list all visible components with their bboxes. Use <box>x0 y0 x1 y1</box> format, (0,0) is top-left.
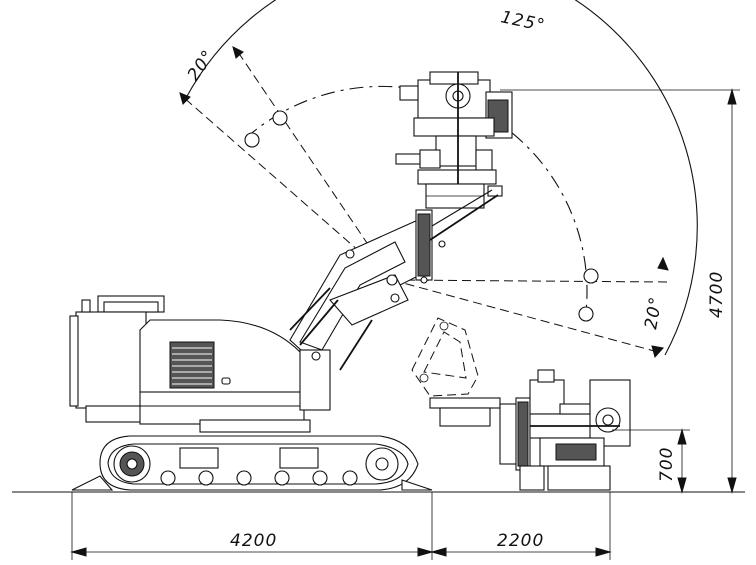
arc-pivot-marker <box>583 268 599 284</box>
dim-label-max-height: 4700 <box>707 271 727 318</box>
crawler-track <box>71 435 433 491</box>
main-boom <box>289 189 499 371</box>
arc-pivot-marker <box>578 306 594 322</box>
arc-pivot-marker <box>244 132 260 148</box>
angle-label-upper: 20° <box>184 46 219 85</box>
angle-label-lower: 20° <box>641 295 666 331</box>
swing-arc-outer <box>185 0 698 356</box>
boom-lowered-ghost <box>411 317 479 397</box>
drill-head-lowered <box>429 369 631 491</box>
arrow-head <box>232 46 244 59</box>
arrow-head <box>651 345 664 359</box>
arrow-head <box>657 256 669 271</box>
machine-body <box>69 295 331 433</box>
radial-line-horizontal <box>391 279 669 283</box>
dim-label-machine-length: 4200 <box>230 531 277 551</box>
angle-label-swing: 125° <box>499 7 547 36</box>
radial-line-upper-a <box>237 51 393 281</box>
engine-grille <box>169 341 215 389</box>
radial-line-lower <box>391 279 659 353</box>
dim-label-low-height: 700 <box>657 447 677 482</box>
dimension-lines <box>70 88 740 560</box>
arc-pivot-marker <box>272 110 288 126</box>
arrow-head <box>179 92 191 105</box>
drill-head-raised <box>395 71 513 209</box>
dim-label-boom-reach: 2200 <box>497 531 544 551</box>
